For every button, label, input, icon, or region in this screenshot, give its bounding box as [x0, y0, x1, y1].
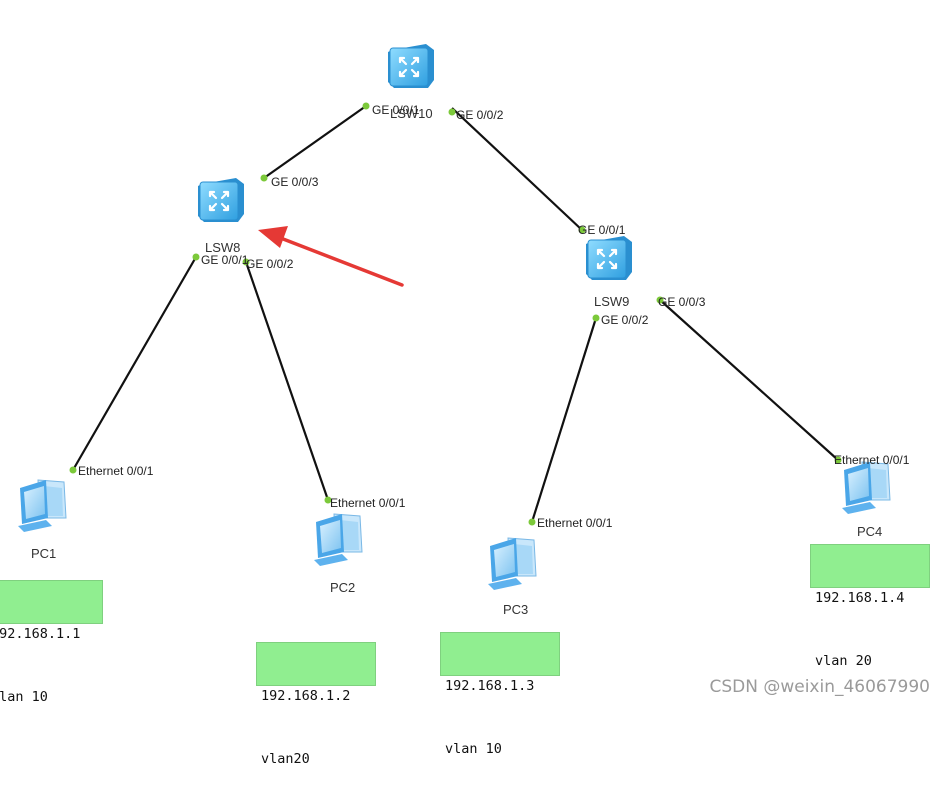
device-label-pc3: PC3 [503, 602, 528, 617]
note-vlan: vlan 10 [445, 741, 502, 757]
note-pc3: 192.168.1.3 vlan 10 [440, 632, 560, 757]
note-pc1: 192.168.1.1 vlan 10 [0, 580, 103, 705]
port-dot [528, 518, 536, 526]
port-dot [260, 174, 268, 182]
port-label: GE 0/0/1 [201, 253, 249, 267]
link-lsw9-pc3 [530, 317, 598, 523]
link-lsw8-pc2 [244, 261, 330, 501]
note-ip: 192.168.1.1 [0, 626, 81, 642]
note-pc4: 192.168.1.4 vlan 20 [810, 544, 930, 669]
pc-icon[interactable] [17, 479, 67, 533]
watermark: CSDN @weixin_46067990 [709, 677, 930, 697]
port-dot [242, 258, 250, 266]
port-label: GE 0/0/2 [456, 108, 504, 122]
note-ip: 192.168.1.4 [815, 590, 905, 606]
link-lsw10-lsw9 [451, 107, 583, 231]
note-vlan: vlan20 [261, 751, 310, 767]
links [72, 105, 839, 523]
note-ip: 192.168.1.3 [445, 678, 535, 694]
link-lsw10-lsw8 [263, 105, 367, 179]
note-vlan: vlan 20 [815, 653, 872, 669]
port-dot [448, 108, 456, 116]
pc-icon[interactable] [313, 513, 363, 567]
port-dot [592, 314, 600, 322]
note-ip: 192.168.1.2 [261, 688, 351, 704]
device-label-pc1: PC1 [31, 546, 56, 561]
port-label: GE 0/0/1 [372, 103, 420, 117]
device-label-lsw10: LSW10 [390, 106, 433, 121]
port-label: GE 0/0/2 [601, 313, 649, 327]
port-label: Ethernet 0/0/1 [537, 516, 613, 530]
device-label-pc4: PC4 [857, 524, 882, 539]
port-label: GE 0/0/3 [271, 175, 319, 189]
port-dot [656, 296, 664, 304]
link-lsw9-pc4 [659, 299, 839, 461]
link-lsw8-pc1 [72, 256, 197, 471]
switch-icon[interactable] [584, 234, 634, 282]
port-dot [324, 496, 332, 504]
topology-canvas: LSW10 LSW8 LSW9 PC1 PC2 PC3 PC4 GE 0/0/1… [17, 42, 910, 617]
device-label-lsw9: LSW9 [594, 294, 629, 309]
switch-icon[interactable] [196, 176, 246, 224]
port-label: GE 0/0/3 [658, 295, 706, 309]
port-dot [69, 466, 77, 474]
port-dot [362, 102, 370, 110]
device-label-lsw8: LSW8 [205, 240, 240, 255]
port-dot [578, 226, 586, 234]
note-vlan: vlan 10 [0, 689, 48, 705]
device-label-pc2: PC2 [330, 580, 355, 595]
port-label: Ethernet 0/0/1 [78, 464, 154, 478]
port-label: Ethernet 0/0/1 [330, 496, 406, 510]
port-label: GE 0/0/2 [246, 257, 294, 271]
port-dot [192, 253, 200, 261]
port-dots [69, 102, 842, 526]
pc-icon[interactable] [487, 537, 537, 591]
port-dot [834, 456, 842, 464]
pc-icon[interactable] [841, 461, 891, 515]
annotation-arrow [258, 226, 404, 287]
note-pc2: 192.168.1.2 vlan20 [256, 642, 376, 767]
switch-icon[interactable] [386, 42, 436, 90]
port-label: GE 0/0/1 [578, 223, 626, 237]
port-label: Ethernet 0/0/1 [834, 453, 910, 467]
